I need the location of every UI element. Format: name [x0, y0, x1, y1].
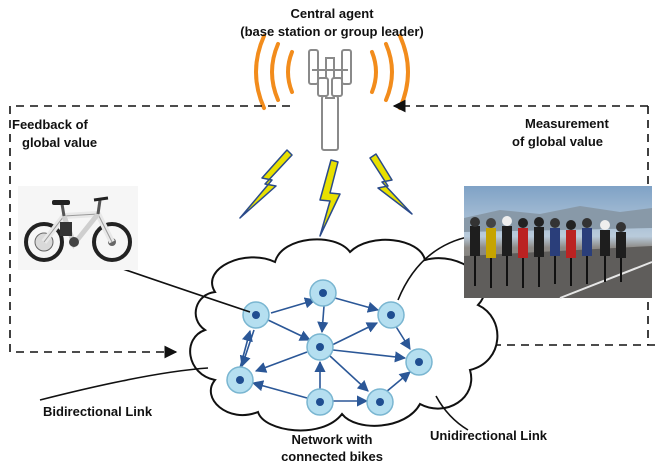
electric-bicycle-image [18, 186, 138, 270]
bike-node [377, 301, 405, 329]
bike-node [366, 388, 394, 416]
bike-node [309, 279, 337, 307]
measurement-label: Measurement [525, 116, 609, 131]
bidirectional-link-label: Bidirectional Link [43, 404, 153, 419]
bike-node [242, 301, 270, 329]
bike-node [226, 366, 254, 394]
bike-node [306, 388, 334, 416]
network-edges [239, 297, 411, 407]
cyclists-group-photo [464, 186, 653, 299]
feedback-label: Feedback of [12, 117, 88, 132]
label-pointer-lines [39, 367, 469, 431]
unidirectional-link-label: Unidirectional Link [430, 428, 548, 443]
network-cloud-shape [189, 238, 499, 432]
network-label-line2: connected bikes [281, 449, 383, 464]
diagram-title: Central agent [290, 6, 374, 21]
network-nodes [226, 279, 433, 416]
image-connector-lines [119, 235, 473, 313]
measurement-label-line2: of global value [512, 134, 604, 149]
feedback-label-line2: global value [22, 135, 98, 150]
bike-node [405, 348, 433, 376]
lightning-signal-icon [239, 149, 413, 237]
antenna-tower-icon [308, 49, 352, 151]
bike-node [306, 333, 334, 361]
network-label: Network with [291, 432, 373, 447]
diagram-subtitle: (base station or group leader) [240, 24, 424, 39]
